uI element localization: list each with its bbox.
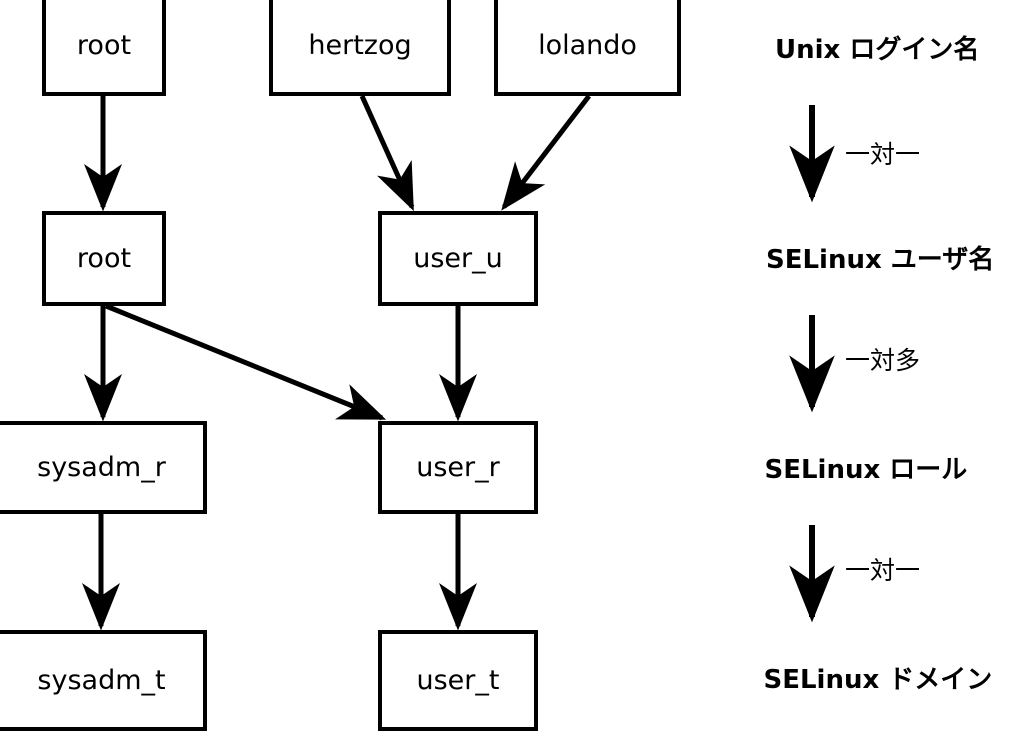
legend-rel-2: 一対多	[845, 346, 921, 375]
node-label: lolando	[538, 30, 637, 61]
node-label: root	[76, 30, 132, 61]
node-label: root	[76, 243, 132, 274]
node-seuser-root: root	[42, 211, 166, 306]
legend-selinux-role: SELinux ロール	[764, 455, 968, 485]
node-seuser-useru: user_u	[378, 211, 538, 306]
legend-unix-login: Unix ログイン名	[775, 35, 980, 65]
node-dom-usert: user_t	[378, 630, 538, 731]
edge-arrow	[501, 94, 591, 211]
node-unix-hertzog: hertzog	[269, 0, 451, 96]
node-label: user_u	[413, 243, 503, 274]
node-dom-sysadmt: sysadm_t	[0, 630, 207, 731]
legend-rel-3: 一対一	[845, 556, 921, 585]
legend-selinux-user: SELinux ユーザ名	[766, 245, 995, 275]
edge-arrow	[359, 94, 415, 212]
node-label: hertzog	[308, 30, 412, 61]
node-label: sysadm_t	[37, 665, 166, 696]
edges-group	[82, 94, 591, 631]
node-label: user_t	[416, 665, 500, 696]
node-role-userr: user_r	[378, 421, 538, 514]
legend-selinux-domain: SELinux ドメイン	[763, 665, 993, 695]
node-unix-lolando: lolando	[494, 0, 681, 96]
node-role-sysadmr: sysadm_r	[0, 421, 207, 514]
node-unix-root: root	[42, 0, 166, 96]
node-label: user_r	[416, 452, 500, 483]
edge-arrow	[105, 303, 387, 421]
node-label: sysadm_r	[37, 452, 166, 483]
legend-rel-1: 一対一	[845, 140, 921, 169]
